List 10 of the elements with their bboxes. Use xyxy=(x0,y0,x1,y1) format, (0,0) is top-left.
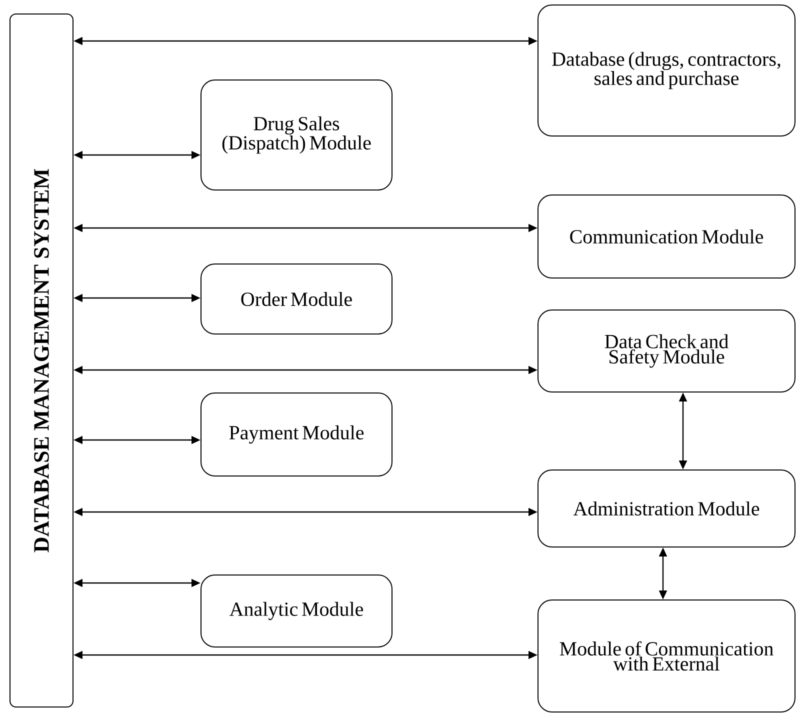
module-box: Data Check and Safety Module xyxy=(538,310,796,392)
module-box: Analytic Module xyxy=(200,574,392,648)
module-box: Module of Communication with External xyxy=(538,600,796,712)
module-box: Payment Module xyxy=(200,392,392,476)
module-box: Drug Sales (Dispatch) Module xyxy=(200,80,392,190)
module-box: Order Module xyxy=(200,264,392,334)
module-box: Communication Module xyxy=(538,194,796,278)
module-box: Administration Module xyxy=(538,470,796,548)
system-bar: DATABASE MANAGEMENT SYSTEM xyxy=(10,14,74,708)
module-box: Database (drugs, contractors, sales and purchase xyxy=(538,4,796,136)
